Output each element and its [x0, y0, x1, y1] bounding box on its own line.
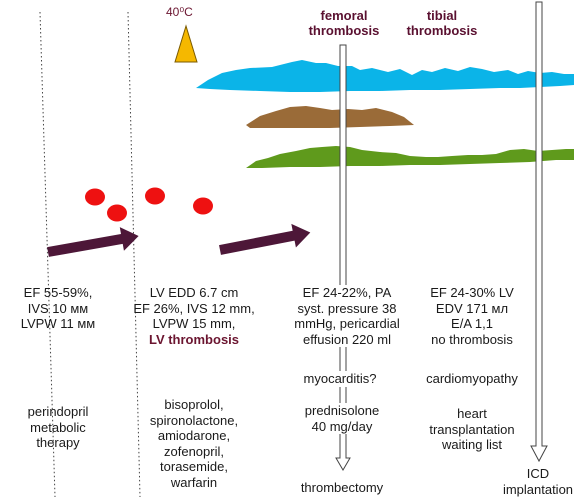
column-3-diagnosis: myocarditis?: [288, 371, 392, 387]
column-1-therapy: perindopril metabolic therapy: [27, 404, 89, 450]
green-band: [246, 146, 574, 168]
thrombus-dot: [107, 204, 127, 222]
icd-arrow: [530, 1, 548, 463]
brown-band: [246, 106, 414, 128]
femoral-thrombosis-arrow: [335, 44, 351, 471]
fever-triangle-icon: [174, 24, 198, 63]
column-3-findings: EF 24-22%, PA syst. pressure 38 mmHg, pe…: [282, 285, 412, 347]
column-1-findings: EF 55-59%, IVS 10 мм LVPW 11 мм: [20, 285, 96, 331]
lv-thrombosis-highlight: LV thrombosis: [148, 331, 240, 347]
thrombus-dot: [193, 197, 213, 215]
thrombus-dot: [85, 188, 105, 206]
timeline-separator-1: [39, 11, 56, 498]
progression-arrow-1: [47, 227, 139, 257]
progression-arrow-2: [219, 223, 311, 255]
temperature-label: 40⁰C: [166, 5, 193, 19]
column-4-findings: EF 24-30% LV EDV 171 мл E/A 1,1 no throm…: [430, 285, 514, 347]
column-4-diagnosis: cardiomyopathy: [426, 371, 518, 386]
thrombus-dot: [145, 187, 165, 205]
blue-band: [196, 60, 574, 92]
column-2-findings: LV EDD 6.7 cm EF 26%, IVS 12 mm, LVPW 15…: [124, 285, 264, 347]
column-4-therapy: heart transplantation waiting list: [429, 406, 515, 452]
tibial-thrombosis-label: tibial thrombosis: [406, 8, 478, 38]
column-2-therapy: bisoprolol, spironolactone, amiodarone, …: [149, 397, 239, 490]
column-3-procedure: thrombectomy: [300, 480, 384, 495]
timeline-separator-2: [127, 11, 141, 498]
column-4-procedure: ICD implantation: [502, 466, 574, 497]
femoral-thrombosis-label: femoral thrombosis: [308, 8, 380, 38]
column-3-therapy: prednisolone 40 mg/day: [288, 403, 396, 434]
